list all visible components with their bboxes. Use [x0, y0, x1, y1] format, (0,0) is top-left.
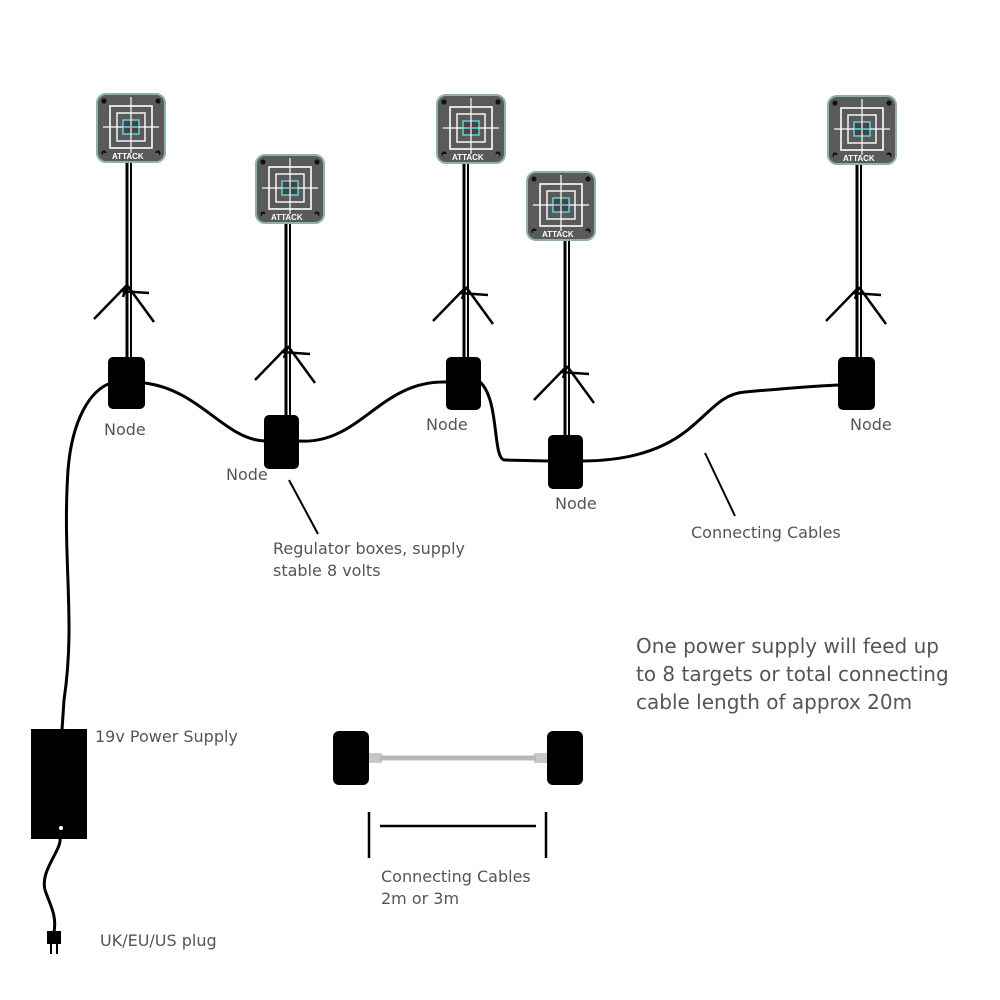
regulator-label: Regulator boxes, supply stable 8 volts: [273, 538, 465, 582]
node-label-1: Node: [104, 420, 146, 439]
info-text: One power supply will feed up to 8 targe…: [636, 632, 949, 716]
connecting-cables-label: Connecting Cables: [691, 523, 841, 542]
power-supply-label: 19v Power Supply: [95, 727, 238, 746]
target-brand-5: ATTACK: [843, 154, 875, 163]
connecting-cable-detail: [333, 731, 583, 785]
node-box-2: [264, 415, 299, 469]
node-box-4: [548, 435, 583, 489]
node-label-5: Node: [850, 415, 892, 434]
cable-detail-line1: Connecting Cables: [381, 867, 531, 886]
node-box-1: [108, 357, 145, 409]
dimension-bracket: [367, 812, 548, 858]
node-label-2: Node: [226, 465, 268, 484]
node-box-3: [446, 357, 481, 410]
info-text-line1: One power supply will feed up: [636, 634, 939, 658]
target-stand-2: [253, 154, 325, 469]
regulator-label-line1: Regulator boxes, supply: [273, 539, 465, 558]
target-brand-3: ATTACK: [452, 153, 484, 162]
cable-detail-line2: 2m or 3m: [381, 889, 460, 908]
target-stand-3: [431, 94, 506, 410]
regulator-pointer: [288, 479, 319, 535]
info-text-line2: to 8 targets or total connecting: [636, 662, 949, 686]
regulator-label-line2: stable 8 volts: [273, 561, 381, 580]
info-text-line3: cable length of approx 20m: [636, 690, 913, 714]
target-brand-4: ATTACK: [542, 230, 574, 239]
target-brand-2: ATTACK: [271, 213, 303, 222]
node-box-5: [838, 357, 875, 410]
target-stand-1: [92, 93, 166, 409]
target-stand-4: [526, 171, 596, 489]
plug-label: UK/EU/US plug: [100, 931, 217, 950]
cable-pointer: [704, 452, 736, 517]
node-label-3: Node: [426, 415, 468, 434]
target-stand-5: [824, 95, 897, 410]
power-supply-brick: [31, 729, 87, 839]
cable-connector-left: [333, 731, 369, 785]
power-cord: [42, 837, 62, 933]
target-brand-1: ATTACK: [112, 152, 144, 161]
cable-connector-right: [547, 731, 583, 785]
plug-icon: [47, 931, 61, 954]
cable-detail-label: Connecting Cables 2m or 3m: [381, 866, 531, 910]
node-label-4: Node: [555, 494, 597, 513]
main-cable: [60, 380, 839, 731]
